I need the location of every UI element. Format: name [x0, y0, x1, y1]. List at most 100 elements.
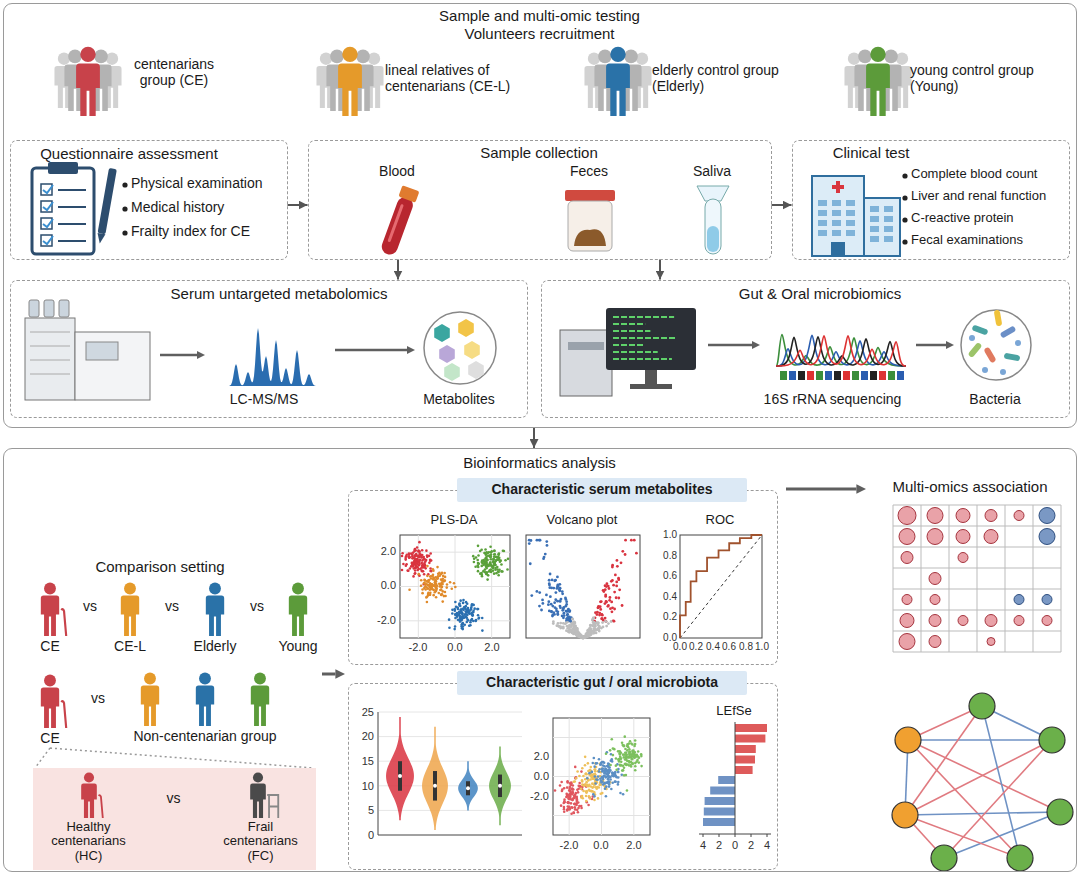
data-point: [585, 784, 588, 787]
correlation-bubble: [898, 507, 916, 525]
data-point: [478, 617, 481, 620]
data-point: [439, 585, 442, 588]
bullet-dot: [122, 182, 127, 187]
clip: [48, 162, 78, 174]
data-point: [480, 548, 483, 551]
violin-median: [398, 774, 402, 778]
data-point: [620, 773, 623, 776]
item-label: Volcano plot: [517, 513, 647, 528]
data-point: [628, 755, 631, 758]
correlation-bubble: [1042, 595, 1052, 605]
data-point: [604, 776, 607, 779]
plot-frame: [680, 535, 762, 638]
violin-box: [466, 781, 470, 795]
axis-tick: 0.0: [671, 641, 689, 653]
data-point: [568, 624, 571, 627]
data-point: [599, 608, 602, 611]
data-point: [574, 766, 577, 769]
data-point: [571, 617, 574, 620]
data-point: [575, 777, 578, 780]
panel-box: Bioinformatics analysisHealthy centenari…: [3, 448, 1077, 872]
axis-tick: 20: [352, 730, 374, 743]
arrow-shaft: [322, 673, 335, 676]
saliva-tube: [697, 186, 729, 254]
data-point: [570, 806, 573, 809]
data-point: [634, 765, 637, 768]
data-point: [421, 592, 424, 595]
data-point: [444, 591, 447, 594]
correlation-bubble: [929, 636, 941, 648]
data-point: [428, 589, 431, 592]
data-point: [630, 742, 633, 745]
data-point: [584, 773, 587, 776]
data-point: [573, 795, 576, 798]
data-point: [585, 790, 588, 793]
data-point: [601, 617, 604, 620]
data-point: [423, 587, 426, 590]
check-mark: [43, 236, 53, 244]
data-point: [558, 587, 561, 590]
coccus: [1000, 369, 1006, 375]
data-point: [601, 780, 604, 783]
bacterium: [968, 342, 983, 358]
data-point: [419, 568, 422, 571]
data-point: [448, 626, 451, 629]
data-point: [552, 611, 555, 614]
group-label: Young: [268, 638, 328, 654]
data-point: [440, 588, 443, 591]
data-point: [615, 764, 618, 767]
data-point: [431, 584, 434, 587]
data-point: [627, 746, 630, 749]
network-node: [1007, 845, 1033, 871]
person-icon: [606, 47, 630, 116]
data-point: [616, 559, 619, 562]
arrow-head: [197, 351, 205, 359]
data-point: [577, 801, 580, 804]
data-point: [617, 597, 620, 600]
data-point: [429, 552, 432, 555]
item-label: Metabolites: [404, 391, 514, 407]
flow-connector: [772, 204, 792, 206]
data-point: [577, 811, 580, 814]
feces-jar: [565, 190, 615, 251]
base-call: [879, 371, 886, 380]
data-point: [634, 739, 637, 742]
data-point: [418, 574, 421, 577]
data-point: [601, 767, 604, 770]
data-point: [411, 564, 414, 567]
data-point: [503, 550, 506, 553]
data-point: [486, 578, 489, 581]
network-link: [905, 812, 1060, 815]
hospital-cross: [832, 181, 844, 193]
data-point: [570, 812, 573, 815]
data-point: [594, 624, 597, 627]
data-point: [617, 781, 620, 784]
data-point: [477, 614, 480, 617]
data-point: [611, 579, 614, 582]
data-point: [622, 793, 625, 796]
data-point: [569, 786, 572, 789]
data-point: [591, 771, 594, 774]
data-point: [482, 564, 485, 567]
check-box: [41, 184, 52, 195]
data-point: [429, 558, 432, 561]
data-point: [586, 777, 589, 780]
screen-line: [613, 344, 645, 346]
screen-line: [613, 337, 676, 339]
data-point: [425, 596, 428, 599]
data-point: [423, 558, 426, 561]
data-point: [566, 805, 569, 808]
grid-line: [893, 547, 1061, 548]
monitor-base: [630, 384, 672, 389]
data-point: [580, 787, 583, 790]
item-label: Volunteers recruitment: [3, 25, 1077, 42]
person-head: [144, 673, 156, 685]
person-body: [41, 596, 59, 637]
network-link: [908, 740, 1020, 858]
data-point: [598, 768, 601, 771]
base-call: [888, 371, 895, 380]
clipboard: [32, 168, 94, 254]
instrument-slot: [30, 360, 70, 361]
item-label: Complete blood count: [911, 167, 1066, 182]
